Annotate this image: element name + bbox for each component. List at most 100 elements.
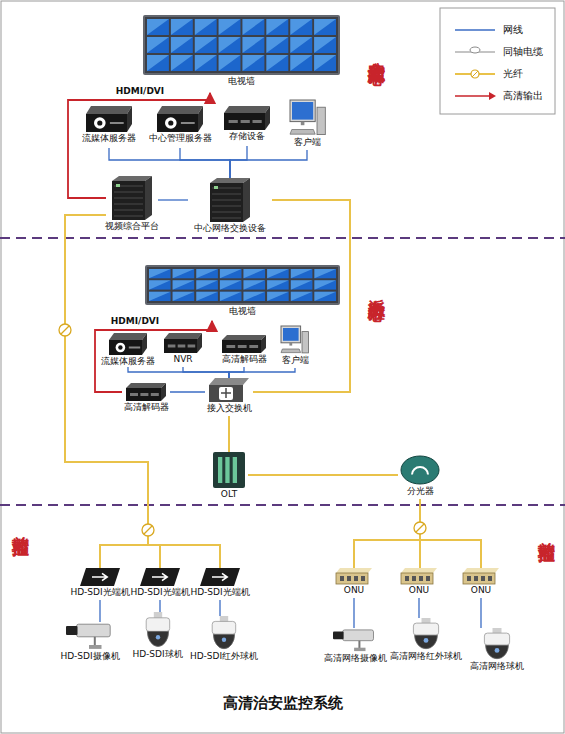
camera-base	[89, 645, 102, 649]
camera-base	[354, 648, 365, 651]
transceiver-arrow	[92, 573, 107, 580]
fiber-line	[354, 499, 420, 568]
screen-cell	[195, 37, 217, 53]
onu-front	[336, 573, 368, 584]
rack-unit	[212, 200, 241, 201]
screen-shine	[243, 55, 265, 71]
device-label: HD-SDI光端机	[120, 587, 200, 598]
edge-label: HDMI/DVI	[116, 86, 164, 96]
zone-separator	[0, 504, 565, 506]
onu-port	[488, 576, 492, 581]
device-label: 电视墙	[135, 306, 350, 317]
screen-cell	[267, 280, 289, 289]
monitor-screen	[292, 102, 313, 120]
screen-cell	[171, 37, 193, 53]
onu-box: ONU	[400, 568, 438, 598]
screen-cell	[267, 292, 289, 301]
screen-shine	[220, 292, 242, 301]
zone-label: 公安监控指挥中心	[366, 48, 389, 56]
onu-box: ONU	[335, 568, 373, 598]
optical-transceiver: HD-SDI光端机	[130, 568, 190, 600]
storage-box: 高清解码器	[218, 335, 270, 367]
screen-cell	[149, 280, 171, 289]
screen-cell	[147, 37, 169, 53]
server-box-icon	[109, 333, 147, 355]
device-label: 分光器	[388, 486, 452, 497]
camera: 高清网络摄像机	[322, 628, 388, 670]
server-badge-core	[97, 120, 102, 125]
drive-slot	[130, 393, 138, 396]
splitter-body	[401, 456, 439, 484]
box-top	[126, 383, 166, 388]
screen-shine	[147, 55, 169, 71]
box-front	[164, 339, 197, 353]
screen-shine	[195, 55, 217, 71]
box-front	[109, 340, 142, 355]
server-box: 中心管理服务器	[145, 106, 215, 148]
screen-cell	[171, 55, 193, 71]
dome-lens	[495, 648, 500, 653]
screen-shine	[243, 37, 265, 53]
client-pc: 客户端	[285, 100, 330, 150]
dome-housing	[212, 621, 236, 634]
network-line	[158, 199, 188, 200]
screen-cell	[243, 55, 265, 71]
device-label: ONU	[390, 585, 448, 596]
server-box: 流媒体服务器	[78, 106, 140, 148]
zone-label: 前端监控	[10, 522, 33, 526]
screen-shine	[314, 19, 336, 35]
screen-cell	[266, 55, 288, 71]
wall-back	[147, 267, 338, 303]
status-led	[116, 184, 120, 187]
drive-slot	[140, 393, 148, 396]
camera-icon	[333, 628, 377, 652]
storage-box-icon	[126, 383, 166, 401]
box-side	[127, 106, 132, 132]
edge-label: HDMI/DVI	[111, 316, 159, 326]
device-label: 流媒体服务器	[90, 356, 166, 367]
fiber-symbol	[142, 524, 154, 536]
client-pc-icon	[290, 100, 326, 136]
panel-slot	[129, 347, 140, 349]
screen-shine	[196, 280, 218, 289]
rack-unit	[114, 216, 143, 217]
onu-front	[401, 573, 433, 584]
olt-card	[225, 457, 229, 483]
box-top	[164, 333, 202, 339]
switch-mark	[221, 388, 231, 398]
onu-port	[347, 576, 351, 581]
dome-camera: HD-SDI红外球机	[188, 616, 260, 666]
screen-cell	[291, 292, 313, 301]
rack-unit	[212, 212, 241, 213]
device-label: 高清解码器	[112, 402, 180, 413]
onu-box-icon	[336, 568, 372, 584]
optical-transceiver-icon	[80, 568, 120, 586]
splitter-mark	[412, 467, 428, 475]
server-badge	[94, 117, 106, 129]
screen-cell	[149, 269, 171, 278]
screen-cell	[147, 19, 169, 35]
dome-camera-icon	[144, 612, 172, 648]
device-label: OLT	[200, 489, 258, 500]
screen-cell	[196, 269, 218, 278]
rack-side	[243, 178, 250, 222]
drive-slot	[249, 345, 258, 348]
olt-box-icon	[213, 452, 245, 488]
keyboard	[290, 130, 315, 135]
network-line	[230, 150, 307, 178]
fiber-line	[228, 416, 230, 452]
switch-badge	[219, 387, 233, 400]
keyboard	[281, 349, 301, 353]
device-label: HD-SDI球机	[120, 649, 195, 660]
server-badge-core	[168, 120, 173, 125]
screen-shine	[195, 19, 217, 35]
onu-front	[463, 573, 495, 584]
onu-port	[412, 576, 416, 581]
drive-slot	[168, 345, 176, 348]
screen-shine	[314, 55, 336, 71]
dome-lens	[424, 638, 429, 643]
dome-housing	[484, 633, 509, 645]
onu-port	[405, 576, 409, 581]
device-label: HD-SDI红外球机	[178, 651, 270, 662]
